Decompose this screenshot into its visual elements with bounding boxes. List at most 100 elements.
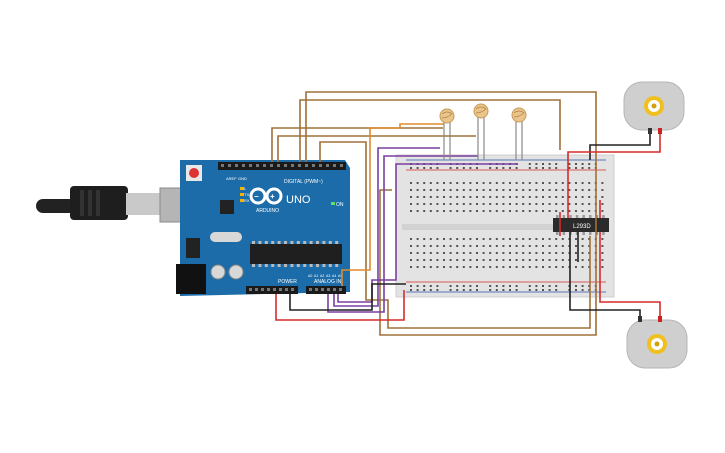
breadboard-hole bbox=[410, 238, 412, 240]
breadboard-hole bbox=[515, 245, 518, 247]
digital-pin bbox=[249, 164, 252, 167]
breadboard-hole bbox=[429, 189, 432, 191]
breadboard-hole bbox=[495, 196, 498, 198]
breadboard-hole bbox=[429, 196, 432, 198]
rail-hole bbox=[528, 163, 531, 165]
breadboard-hole bbox=[601, 238, 604, 240]
rail-hole bbox=[495, 285, 498, 287]
breadboard-hole bbox=[443, 189, 445, 191]
breadboard-hole bbox=[495, 238, 498, 240]
rail-hole bbox=[462, 167, 465, 169]
rail-hole bbox=[575, 285, 577, 287]
breadboard-hole bbox=[449, 189, 452, 191]
power-pin bbox=[273, 288, 276, 291]
wire-brown-bottom bbox=[319, 141, 591, 329]
breadboard-hole bbox=[489, 238, 492, 240]
mcu-pin bbox=[258, 241, 262, 244]
breadboard-hole bbox=[456, 238, 459, 240]
rail-hole bbox=[542, 289, 544, 291]
breadboard-hole bbox=[561, 196, 564, 198]
breadboard-hole bbox=[555, 238, 558, 240]
breadboard-hole bbox=[449, 245, 452, 247]
rail-hole bbox=[449, 285, 452, 287]
breadboard-hole bbox=[476, 238, 478, 240]
breadboard-hole bbox=[542, 266, 544, 268]
rail-hole bbox=[535, 167, 538, 169]
breadboard-hole bbox=[542, 252, 544, 254]
mcu-pin bbox=[264, 264, 268, 267]
breadboard-hole bbox=[535, 196, 538, 198]
photoresistor-3 bbox=[511, 107, 527, 160]
breadboard-hole bbox=[581, 210, 584, 212]
breadboard-hole bbox=[542, 196, 544, 198]
digital-pin bbox=[305, 164, 308, 167]
breadboard-hole bbox=[542, 210, 544, 212]
tx-label: TX bbox=[244, 192, 249, 197]
breadboard-hole bbox=[482, 238, 485, 240]
breadboard-hole bbox=[410, 259, 412, 261]
chip-pin bbox=[556, 215, 559, 218]
mcu-pin bbox=[284, 241, 287, 244]
power-pin bbox=[261, 288, 264, 291]
rail-hole bbox=[429, 167, 432, 169]
wire-purple-3 bbox=[337, 163, 518, 303]
breadboard-hole bbox=[462, 238, 465, 240]
breadboard-hole bbox=[568, 189, 571, 191]
breadboard-hole bbox=[509, 252, 511, 254]
mcu-pin bbox=[296, 241, 300, 244]
dc-motor-bottom bbox=[626, 316, 688, 369]
breadboard-hole bbox=[423, 238, 426, 240]
breadboard-hole bbox=[502, 189, 505, 191]
breadboard-hole bbox=[555, 189, 558, 191]
breadboard-hole bbox=[469, 259, 472, 261]
breadboard-hole bbox=[429, 238, 432, 240]
breadboard-hole bbox=[456, 252, 459, 254]
breadboard-hole bbox=[601, 210, 604, 212]
breadboard-hole bbox=[588, 182, 591, 184]
breadboard-hole bbox=[575, 203, 577, 205]
breadboard-hole bbox=[429, 259, 432, 261]
breadboard-hole bbox=[456, 189, 459, 191]
breadboard-hole bbox=[601, 203, 604, 205]
analog-pin bbox=[309, 288, 312, 291]
breadboard-hole bbox=[588, 210, 591, 212]
breadboard-hole bbox=[522, 245, 525, 247]
breadboard-hole bbox=[462, 259, 465, 261]
rail-hole bbox=[410, 167, 412, 169]
reset-button bbox=[189, 168, 199, 178]
breadboard-hole bbox=[423, 245, 426, 247]
chip-pin bbox=[569, 215, 572, 218]
breadboard-hole bbox=[469, 182, 472, 184]
analog-pin bbox=[327, 288, 330, 291]
power-pin bbox=[285, 288, 288, 291]
dc-motor-top bbox=[623, 81, 685, 134]
breadboard-hole bbox=[436, 266, 439, 268]
rail-hole bbox=[469, 167, 472, 169]
breadboard-hole bbox=[561, 259, 564, 261]
breadboard-hole bbox=[469, 266, 472, 268]
breadboard-hole bbox=[462, 210, 465, 212]
breadboard-hole bbox=[429, 210, 432, 212]
breadboard-hole bbox=[449, 238, 452, 240]
rail-hole bbox=[542, 167, 544, 169]
breadboard-hole bbox=[515, 238, 518, 240]
breadboard-hole bbox=[581, 252, 584, 254]
mcu-pin bbox=[303, 264, 307, 267]
driver-chip-label: L293D bbox=[573, 224, 591, 230]
breadboard-hole bbox=[410, 203, 412, 205]
breadboard-hole bbox=[555, 182, 558, 184]
breadboard-hole bbox=[423, 189, 426, 191]
breadboard-hole bbox=[443, 252, 445, 254]
rail-hole bbox=[542, 285, 544, 287]
breadboard-hole bbox=[542, 182, 544, 184]
breadboard-hole bbox=[410, 182, 412, 184]
breadboard-hole bbox=[502, 203, 505, 205]
breadboard-hole bbox=[476, 203, 478, 205]
digital-pin bbox=[270, 164, 273, 167]
l-label: L bbox=[244, 186, 247, 191]
breadboard-hole bbox=[495, 259, 498, 261]
breadboard-hole bbox=[495, 266, 498, 268]
breadboard-hole bbox=[449, 210, 452, 212]
breadboard-hole bbox=[449, 203, 452, 205]
